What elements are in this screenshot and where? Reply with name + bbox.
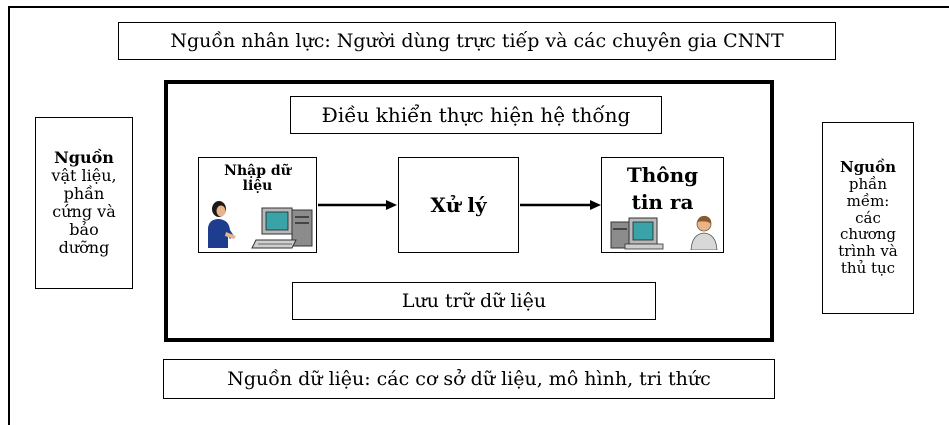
software-line: các	[855, 208, 881, 227]
material-line: cứng và	[52, 202, 116, 221]
output-box: Thông tin ra	[601, 157, 724, 253]
input-to-process-arrow	[318, 200, 397, 210]
input-box: Nhập dữ liệu	[198, 157, 317, 253]
input-label: Nhập dữ liệu	[199, 163, 316, 195]
material-line: phần	[63, 184, 105, 204]
input-line: liệu	[242, 178, 273, 195]
output-line: tin ra	[631, 190, 694, 214]
human-resources-box: Nguồn nhân lực: Người dùng trực tiếp và …	[118, 22, 836, 60]
processing-box: Xử lý	[398, 157, 519, 253]
control-box: Điều khiển thực hiện hệ thống	[290, 96, 662, 134]
software-resources-label: Nguồn phần mềm: các chương trình và thủ …	[838, 159, 898, 277]
software-line: Nguồn	[839, 158, 896, 177]
outer-frame	[8, 6, 949, 425]
input-line: Nhập dữ	[224, 163, 291, 179]
process-to-output-arrow	[520, 200, 601, 210]
material-line: vật liệu,	[51, 166, 117, 186]
user-at-computer-icon	[208, 201, 313, 249]
material-resources-box: Nguồn vật liệu, phần cứng và bảo dưỡng	[35, 117, 133, 289]
software-line: trình và	[838, 242, 898, 261]
software-line: mềm:	[846, 191, 890, 210]
software-line: chương	[839, 225, 896, 244]
software-line: phần	[848, 175, 888, 193]
human-resources-label: Nguồn nhân lực: Người dùng trực tiếp và …	[170, 30, 784, 52]
storage-label: Lưu trữ dữ liệu	[401, 290, 547, 312]
software-resources-box: Nguồn phần mềm: các chương trình và thủ …	[822, 122, 914, 314]
computer-user-icon	[610, 215, 718, 250]
material-line: bảo	[69, 219, 99, 239]
processing-label: Xử lý	[430, 193, 487, 217]
material-line: Nguồn	[54, 148, 114, 168]
data-resources-label: Nguồn dữ liệu: các cơ sở dữ liệu, mô hìn…	[227, 368, 711, 390]
data-resources-box: Nguồn dữ liệu: các cơ sở dữ liệu, mô hìn…	[163, 359, 775, 399]
material-line: dưỡng	[58, 237, 110, 257]
storage-box: Lưu trữ dữ liệu	[292, 282, 656, 320]
material-resources-label: Nguồn vật liệu, phần cứng và bảo dưỡng	[51, 149, 116, 256]
output-line: Thông	[626, 163, 699, 187]
output-label: Thông tin ra	[602, 162, 723, 216]
control-label: Điều khiển thực hiện hệ thống	[321, 103, 631, 127]
software-line: thủ tục	[840, 258, 896, 277]
